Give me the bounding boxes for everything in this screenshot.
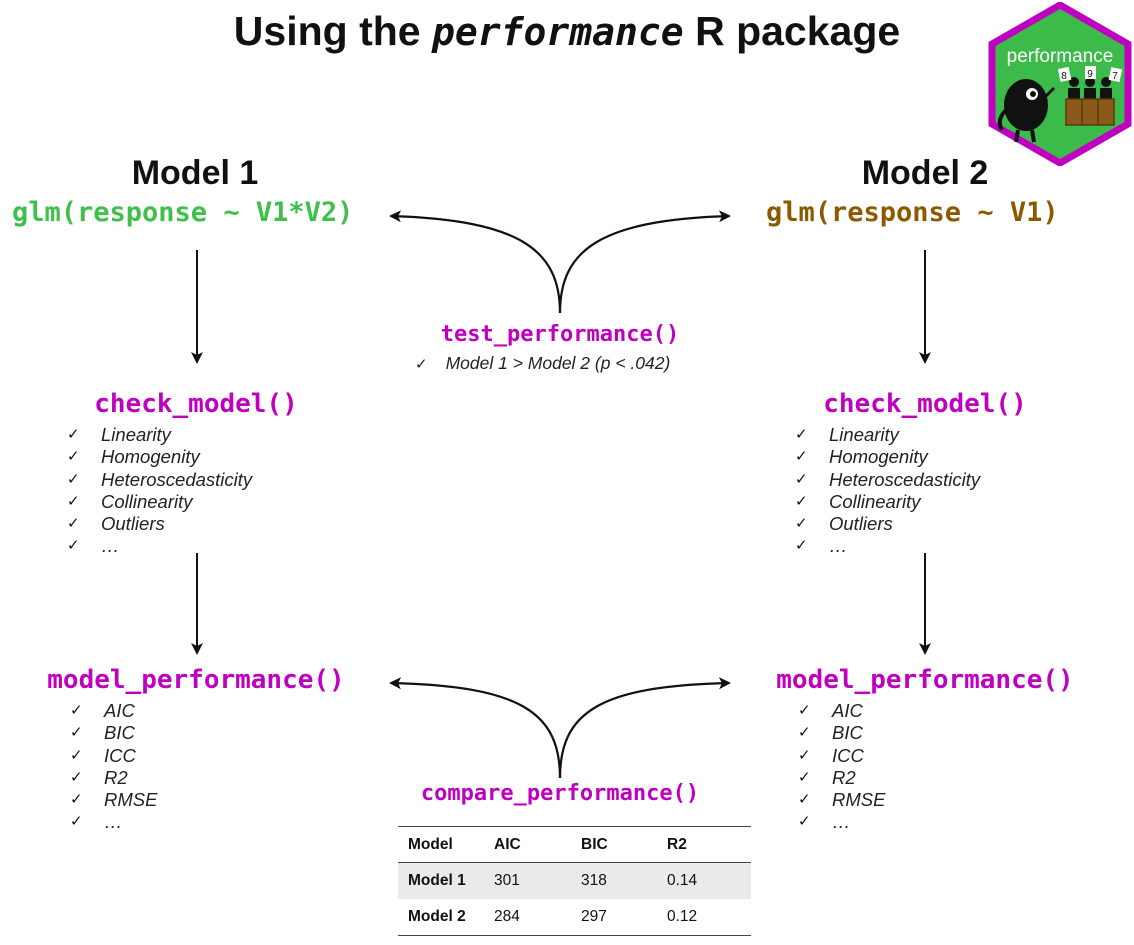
list-item: … bbox=[795, 535, 980, 558]
list-item: Linearity bbox=[67, 424, 252, 447]
logo-monster-icon bbox=[997, 79, 1056, 143]
list-item: RMSE bbox=[70, 789, 157, 812]
model1-check-model: check_model() bbox=[94, 389, 298, 419]
list-item: … bbox=[70, 811, 157, 834]
model2-model-performance: model_performance() bbox=[776, 665, 1074, 695]
list-item: RMSE bbox=[798, 789, 885, 812]
table-cell: 284 bbox=[493, 899, 580, 936]
arrow-test-to-model2 bbox=[558, 210, 731, 314]
table-header: Model bbox=[398, 826, 493, 863]
table-header: BIC bbox=[580, 826, 666, 863]
model2-check-list: Linearity Homogenity Heteroscedasticity … bbox=[795, 424, 980, 558]
model1-formula: glm(response ~ V1*V2) bbox=[12, 197, 354, 228]
table-cell: Model 1 bbox=[398, 862, 493, 899]
test-result: ✓ Model 1 > Model 2 (p < .042) bbox=[415, 353, 670, 374]
table-row: Model 2 284 297 0.12 bbox=[398, 899, 751, 936]
table-header: AIC bbox=[493, 826, 580, 863]
table-cell: 297 bbox=[580, 899, 666, 936]
check-icon: ✓ bbox=[415, 356, 428, 373]
comparison-table: Model AIC BIC R2 Model 1 301 318 0.14 Mo… bbox=[398, 826, 751, 936]
list-item: Heteroscedasticity bbox=[67, 469, 252, 492]
list-item: AIC bbox=[70, 700, 157, 723]
test-performance: test_performance() bbox=[440, 322, 680, 347]
table-cell: 318 bbox=[580, 862, 666, 899]
list-item: BIC bbox=[70, 722, 157, 745]
model2-title: Model 2 bbox=[861, 154, 989, 192]
model1-check-list: Linearity Homogenity Heteroscedasticity … bbox=[67, 424, 252, 558]
table-row: Model 1 301 318 0.14 bbox=[398, 862, 751, 899]
list-item: ICC bbox=[70, 745, 157, 768]
list-item: ICC bbox=[798, 745, 885, 768]
list-item: … bbox=[798, 811, 885, 834]
model2-metric-list: AIC BIC ICC R2 RMSE … bbox=[798, 700, 885, 834]
list-item: AIC bbox=[798, 700, 885, 723]
list-item: Heteroscedasticity bbox=[795, 469, 980, 492]
test-result-text: Model 1 > Model 2 (p < .042) bbox=[445, 353, 671, 373]
title-suffix: R package bbox=[695, 8, 901, 54]
logo-text: performance bbox=[1007, 46, 1114, 67]
table-cell: 0.14 bbox=[666, 862, 751, 899]
logo-card-3: 7 bbox=[1112, 71, 1118, 82]
model2-check-model: check_model() bbox=[823, 389, 1027, 419]
model1-model-performance: model_performance() bbox=[47, 665, 345, 695]
performance-hex-logo: performance 8 9 7 bbox=[988, 2, 1132, 166]
title-package: performance bbox=[432, 10, 684, 54]
logo-judges-icon bbox=[1065, 77, 1115, 126]
list-item: Outliers bbox=[795, 513, 980, 536]
list-item: Linearity bbox=[795, 424, 980, 447]
list-item: R2 bbox=[798, 767, 885, 790]
model1-metric-list: AIC BIC ICC R2 RMSE … bbox=[70, 700, 157, 834]
table-cell: Model 2 bbox=[398, 899, 493, 936]
compare-performance: compare_performance() bbox=[420, 781, 700, 806]
table-header: R2 bbox=[666, 826, 751, 863]
list-item: … bbox=[67, 535, 252, 558]
arrow-compare-to-perf1 bbox=[389, 677, 562, 779]
model1-title: Model 1 bbox=[131, 154, 259, 192]
list-item: Homogenity bbox=[795, 446, 980, 469]
list-item: Collinearity bbox=[67, 491, 252, 514]
model2-formula: glm(response ~ V1) bbox=[766, 197, 1059, 228]
list-item: Outliers bbox=[67, 513, 252, 536]
logo-card-2: 9 bbox=[1087, 69, 1093, 80]
table-header-row: Model AIC BIC R2 bbox=[398, 826, 751, 863]
table-cell: 301 bbox=[493, 862, 580, 899]
arrow-test-to-model1 bbox=[389, 210, 562, 314]
logo-cards: 8 9 7 bbox=[1057, 66, 1123, 83]
list-item: BIC bbox=[798, 722, 885, 745]
list-item: Homogenity bbox=[67, 446, 252, 469]
list-item: R2 bbox=[70, 767, 157, 790]
list-item: Collinearity bbox=[795, 491, 980, 514]
page-title: Using the performance R package bbox=[0, 8, 1134, 55]
table-cell: 0.12 bbox=[666, 899, 751, 936]
arrow-compare-to-perf2 bbox=[558, 677, 731, 779]
logo-card-1: 8 bbox=[1061, 71, 1067, 82]
title-prefix: Using the bbox=[233, 8, 421, 54]
